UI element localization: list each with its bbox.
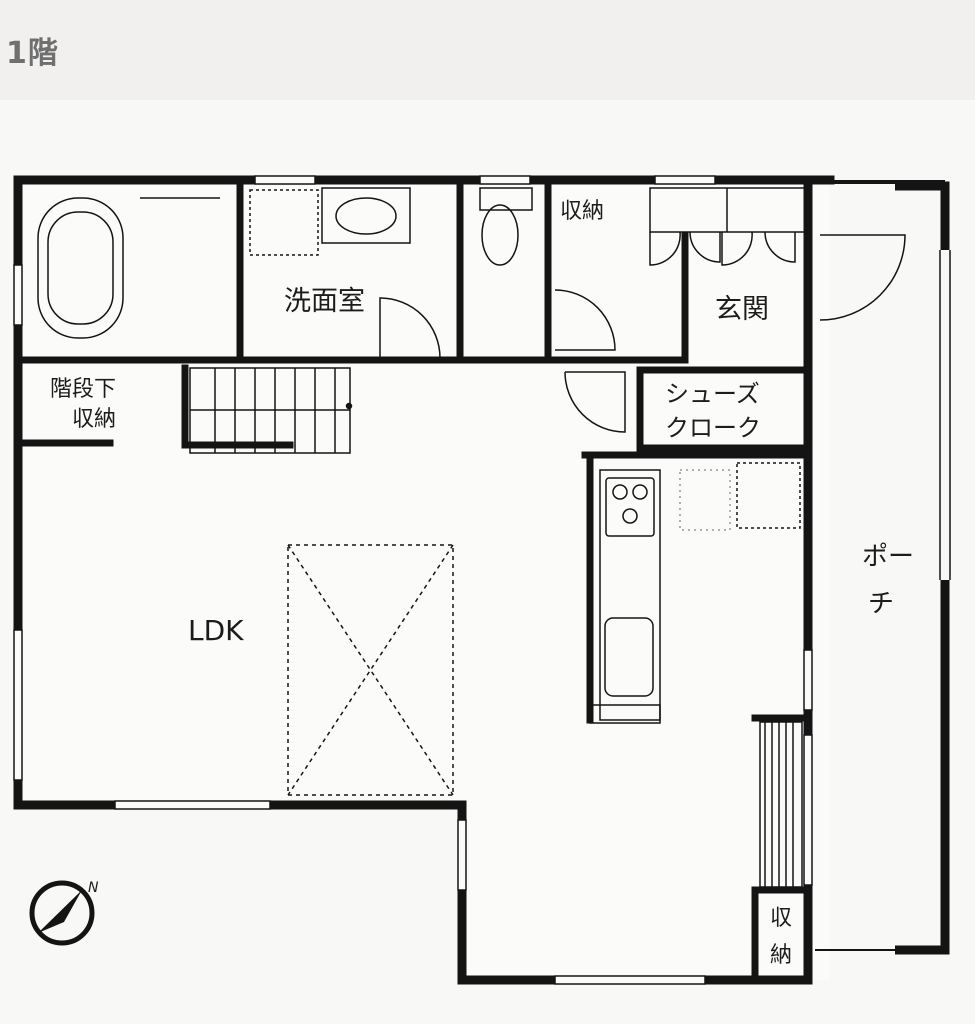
porch-steps <box>759 721 803 888</box>
floor-title: 1階 <box>6 36 59 71</box>
room-label-storage-bottom-2: 納 <box>770 943 792 968</box>
room-label-porch-2: チ <box>868 589 894 619</box>
room-label-storage-bottom-1: 収 <box>770 906 792 931</box>
room-label-washroom: 洗面室 <box>284 286 365 317</box>
room-label-shoe-1: シューズ <box>665 380 760 408</box>
room-label-under-stair-2: 収納 <box>72 407 116 432</box>
room-label-porch-1: ポー <box>862 542 914 572</box>
compass-icon: N <box>29 880 99 946</box>
floor-area <box>18 180 830 980</box>
interior-walls <box>14 176 812 984</box>
compass-label: N <box>88 880 99 896</box>
room-label-under-stair-1: 階段下 <box>50 377 116 402</box>
windows <box>13 175 813 985</box>
room-label-ldk: LDK <box>188 614 244 647</box>
room-label-entrance: 玄関 <box>715 294 769 325</box>
interior-details <box>37 187 906 796</box>
room-label-shoe-2: クローク <box>665 414 761 442</box>
staircase <box>189 367 353 454</box>
porch-outline <box>815 180 951 955</box>
room-label-storage-top: 収納 <box>560 199 604 224</box>
